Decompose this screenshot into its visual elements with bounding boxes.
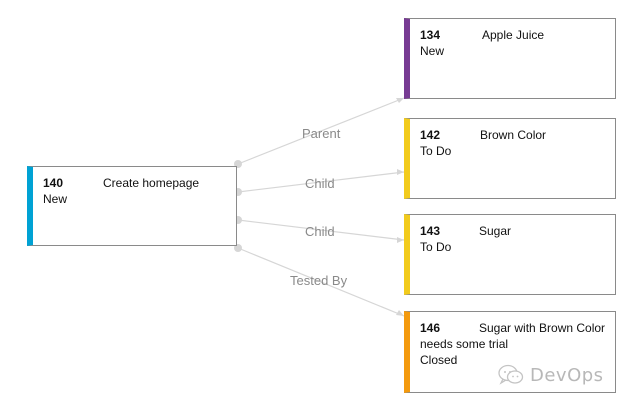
arrowhead-child-2: [397, 237, 404, 243]
work-item-state: New: [420, 44, 445, 58]
arrowhead-parent: [396, 98, 404, 103]
work-item-title[interactable]: Sugar with Brown Color: [479, 321, 606, 335]
work-item-state: New: [43, 192, 68, 206]
link-line-child-1: [237, 171, 405, 193]
work-item-state: To Do: [420, 240, 452, 254]
work-item-title[interactable]: Brown Color: [480, 128, 547, 142]
work-item-id: 142: [420, 128, 441, 142]
link-line-child-2: [237, 219, 405, 241]
link-line-parent: [237, 97, 405, 165]
link-label-child-2: Child: [305, 224, 335, 239]
link-label-parent: Parent: [302, 126, 341, 141]
work-item-card[interactable]: 134 Apple Juice New: [404, 18, 616, 99]
work-item-id: 146: [420, 321, 441, 335]
link-label-tested-by: Tested By: [290, 273, 348, 288]
watermark-text: DevOps: [530, 364, 604, 386]
work-item-state: Closed: [420, 353, 458, 367]
work-item-id: 134: [420, 28, 441, 42]
arrowhead-tested-by: [396, 310, 404, 316]
work-item-title[interactable]: Create homepage: [103, 176, 200, 190]
arrowhead-child-1: [397, 169, 404, 175]
work-item-title[interactable]: Sugar: [479, 224, 512, 238]
work-item-state: To Do: [420, 144, 452, 158]
link-line-tested-by: [237, 247, 405, 317]
watermark: DevOps: [498, 363, 618, 387]
work-item-title[interactable]: Apple Juice: [482, 28, 545, 42]
connector-dot-tested-by[interactable]: [234, 244, 242, 252]
work-item-card-source[interactable]: 140 Create homepage New: [27, 166, 237, 246]
work-item-title-continued[interactable]: needs some trial: [420, 337, 509, 351]
work-item-id: 140: [43, 176, 64, 190]
work-item-card[interactable]: 143 Sugar To Do: [404, 214, 616, 295]
work-item-id: 143: [420, 224, 441, 238]
wechat-icon: [498, 364, 524, 385]
work-item-card[interactable]: 142 Brown Color To Do: [404, 118, 616, 199]
link-label-child-1: Child: [305, 176, 335, 191]
